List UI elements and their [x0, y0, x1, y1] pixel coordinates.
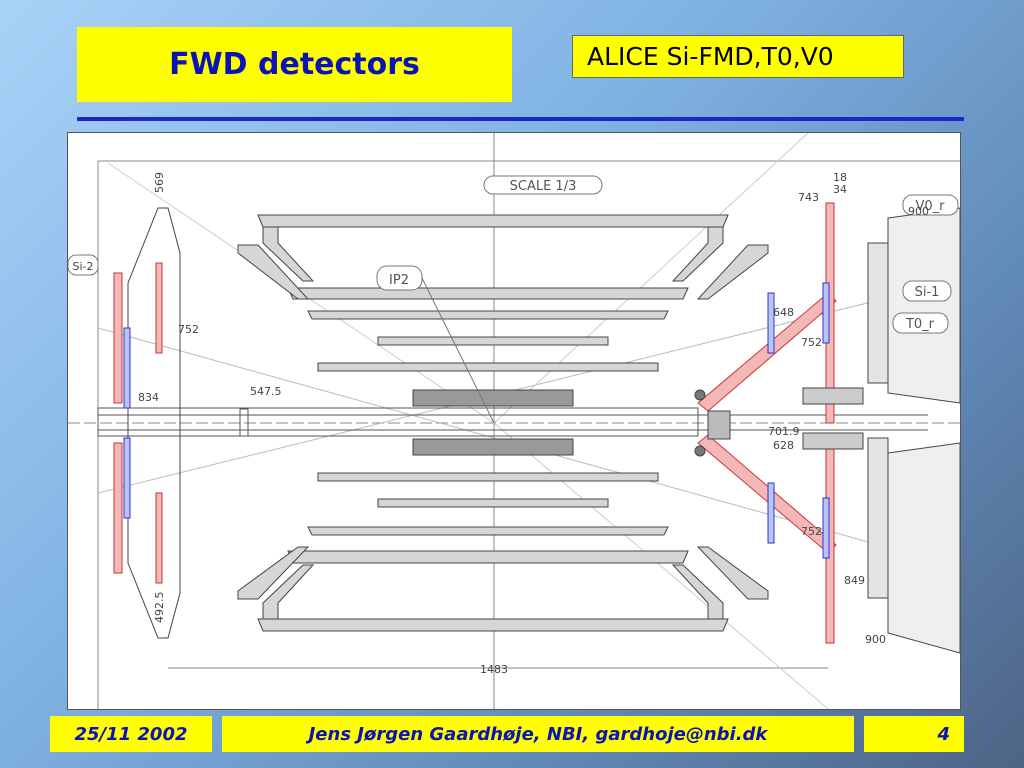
dim-label: 547.5: [250, 385, 282, 398]
t0r-label: T0_r: [905, 317, 935, 332]
dim-label: 849: [844, 574, 865, 587]
v0r-label: V0_r: [915, 199, 945, 214]
footer-date-box: 25/11 2002: [50, 716, 212, 752]
footer-author: Jens Jørgen Gaardhøje, NBI, gardhoje@nbi…: [308, 723, 768, 745]
si2-label-frame: [68, 254, 99, 276]
dim-label: 34: [833, 183, 847, 196]
technical-drawing: SCALE 1/3 IP2 Si-2 V0_r Si-1 T0_r 569 75…: [67, 132, 961, 710]
dim-label: 752: [178, 323, 199, 336]
scale-label: SCALE 1/3: [510, 179, 577, 194]
subtitle-box: ALICE Si-FMD,T0,V0: [572, 35, 904, 78]
footer-author-box: Jens Jørgen Gaardhøje, NBI, gardhoje@nbi…: [222, 716, 854, 752]
title-box: FWD detectors: [77, 27, 512, 102]
slide-title: FWD detectors: [169, 47, 420, 82]
dim-label: 701.9: [768, 425, 800, 438]
t0r-label-frame: [892, 312, 949, 334]
dim-label: 18: [833, 171, 847, 184]
dim-label: 569: [153, 172, 166, 193]
dim-label: 628: [773, 439, 794, 452]
slide-subtitle: ALICE Si-FMD,T0,V0: [587, 42, 834, 71]
dim-label: 752: [801, 336, 822, 349]
ip-label: IP2: [389, 273, 409, 288]
footer-date: 25/11 2002: [74, 723, 188, 745]
dim-label: 1483: [480, 663, 508, 676]
v0r-label-frame: [902, 194, 959, 216]
page-number: 4: [937, 723, 950, 745]
dim-label: 743: [798, 191, 819, 204]
footer-page-box: 4: [864, 716, 964, 752]
header-rule: [77, 117, 964, 121]
si2-label: Si-2: [72, 260, 93, 273]
si1-label: Si-1: [915, 285, 940, 300]
scale-label-frame: [483, 175, 603, 195]
dim-label: 900: [908, 205, 929, 218]
detector-schematic: SCALE 1/3 IP2 Si-2 V0_r Si-1 T0_r 569 75…: [68, 133, 960, 709]
dim-label: 834: [138, 391, 159, 404]
dim-label: 492.5: [153, 592, 166, 624]
dim-label: 648: [773, 306, 794, 319]
dim-label: 752: [801, 525, 822, 538]
dim-label: 900: [865, 633, 886, 646]
si1-label-frame: [902, 280, 952, 302]
